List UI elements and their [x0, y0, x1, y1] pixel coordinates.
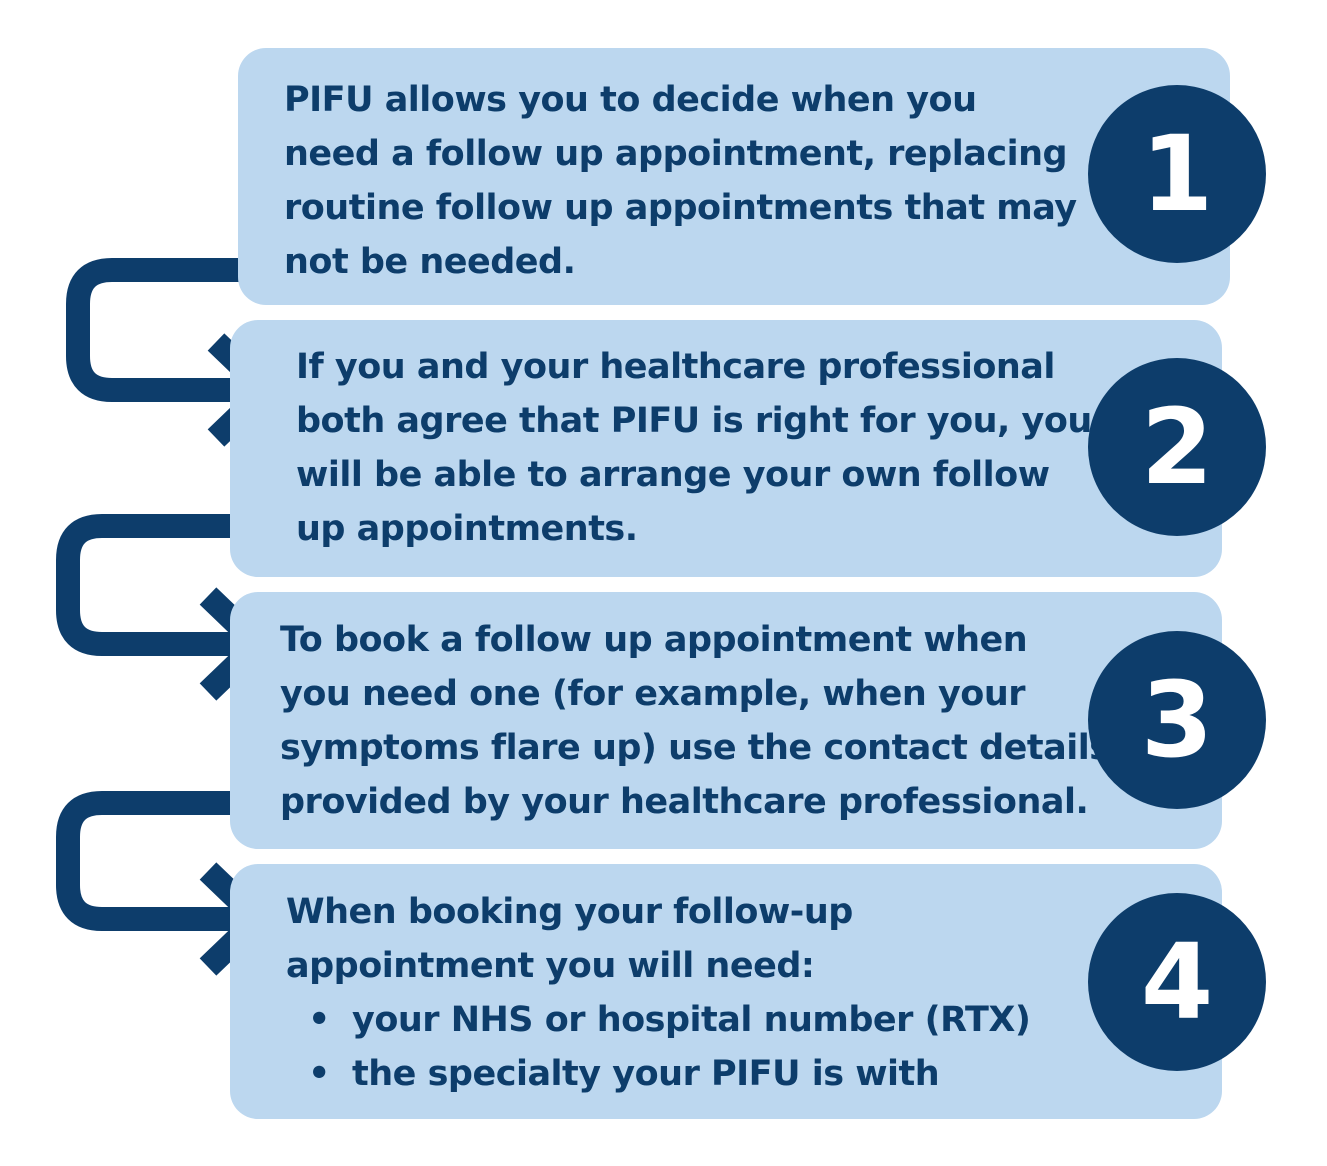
step-1-text: PIFU allows you to decide when you need …	[284, 73, 1077, 289]
step-3-box	[230, 592, 1222, 849]
connector-arrow-3-4	[56, 791, 256, 931]
step-4-text: When booking your follow-up appointment …	[286, 885, 1031, 1101]
step-3-line: you need one (for example, when your	[280, 674, 1025, 714]
step-3-number-badge: 3	[1088, 631, 1266, 809]
step-4-number-badge: 4	[1088, 893, 1266, 1071]
list-item: the specialty your PIFU is with	[286, 1047, 1030, 1101]
step-3-line: To book a follow up appointment when	[280, 620, 1028, 660]
step-1-line: PIFU allows you to decide when you	[284, 80, 977, 120]
step-2-line: will be able to arrange your own follow	[296, 455, 1050, 495]
step-3-text: To book a follow up appointment when you…	[280, 613, 1110, 829]
step-1-line: need a follow up appointment, replacing	[284, 134, 1068, 174]
step-1-line: routine follow up appointments that may	[284, 188, 1077, 228]
requirements-list: your NHS or hospital number (RTX) the sp…	[286, 993, 1031, 1101]
step-3-line: provided by your healthcare professional…	[280, 782, 1089, 822]
connector-arrow-2-3	[56, 514, 256, 656]
step-2-line: both agree that PIFU is right for you, y…	[296, 401, 1092, 441]
step-2-line: If you and your healthcare professional	[296, 347, 1055, 387]
step-1-number-badge: 1	[1088, 85, 1266, 263]
step-2-box	[230, 320, 1222, 577]
list-item: your NHS or hospital number (RTX)	[286, 993, 1031, 1047]
step-4-line: When booking your follow-up	[286, 892, 853, 932]
step-1-line: not be needed.	[284, 242, 576, 282]
step-3-line: symptoms flare up) use the contact detai…	[280, 728, 1110, 768]
step-1-box	[238, 48, 1230, 305]
step-2-text: If you and your healthcare professional …	[296, 340, 1092, 556]
step-2-number-badge: 2	[1088, 358, 1266, 536]
step-2-line: up appointments.	[296, 509, 638, 549]
step-4-line: appointment you will need:	[286, 946, 815, 986]
